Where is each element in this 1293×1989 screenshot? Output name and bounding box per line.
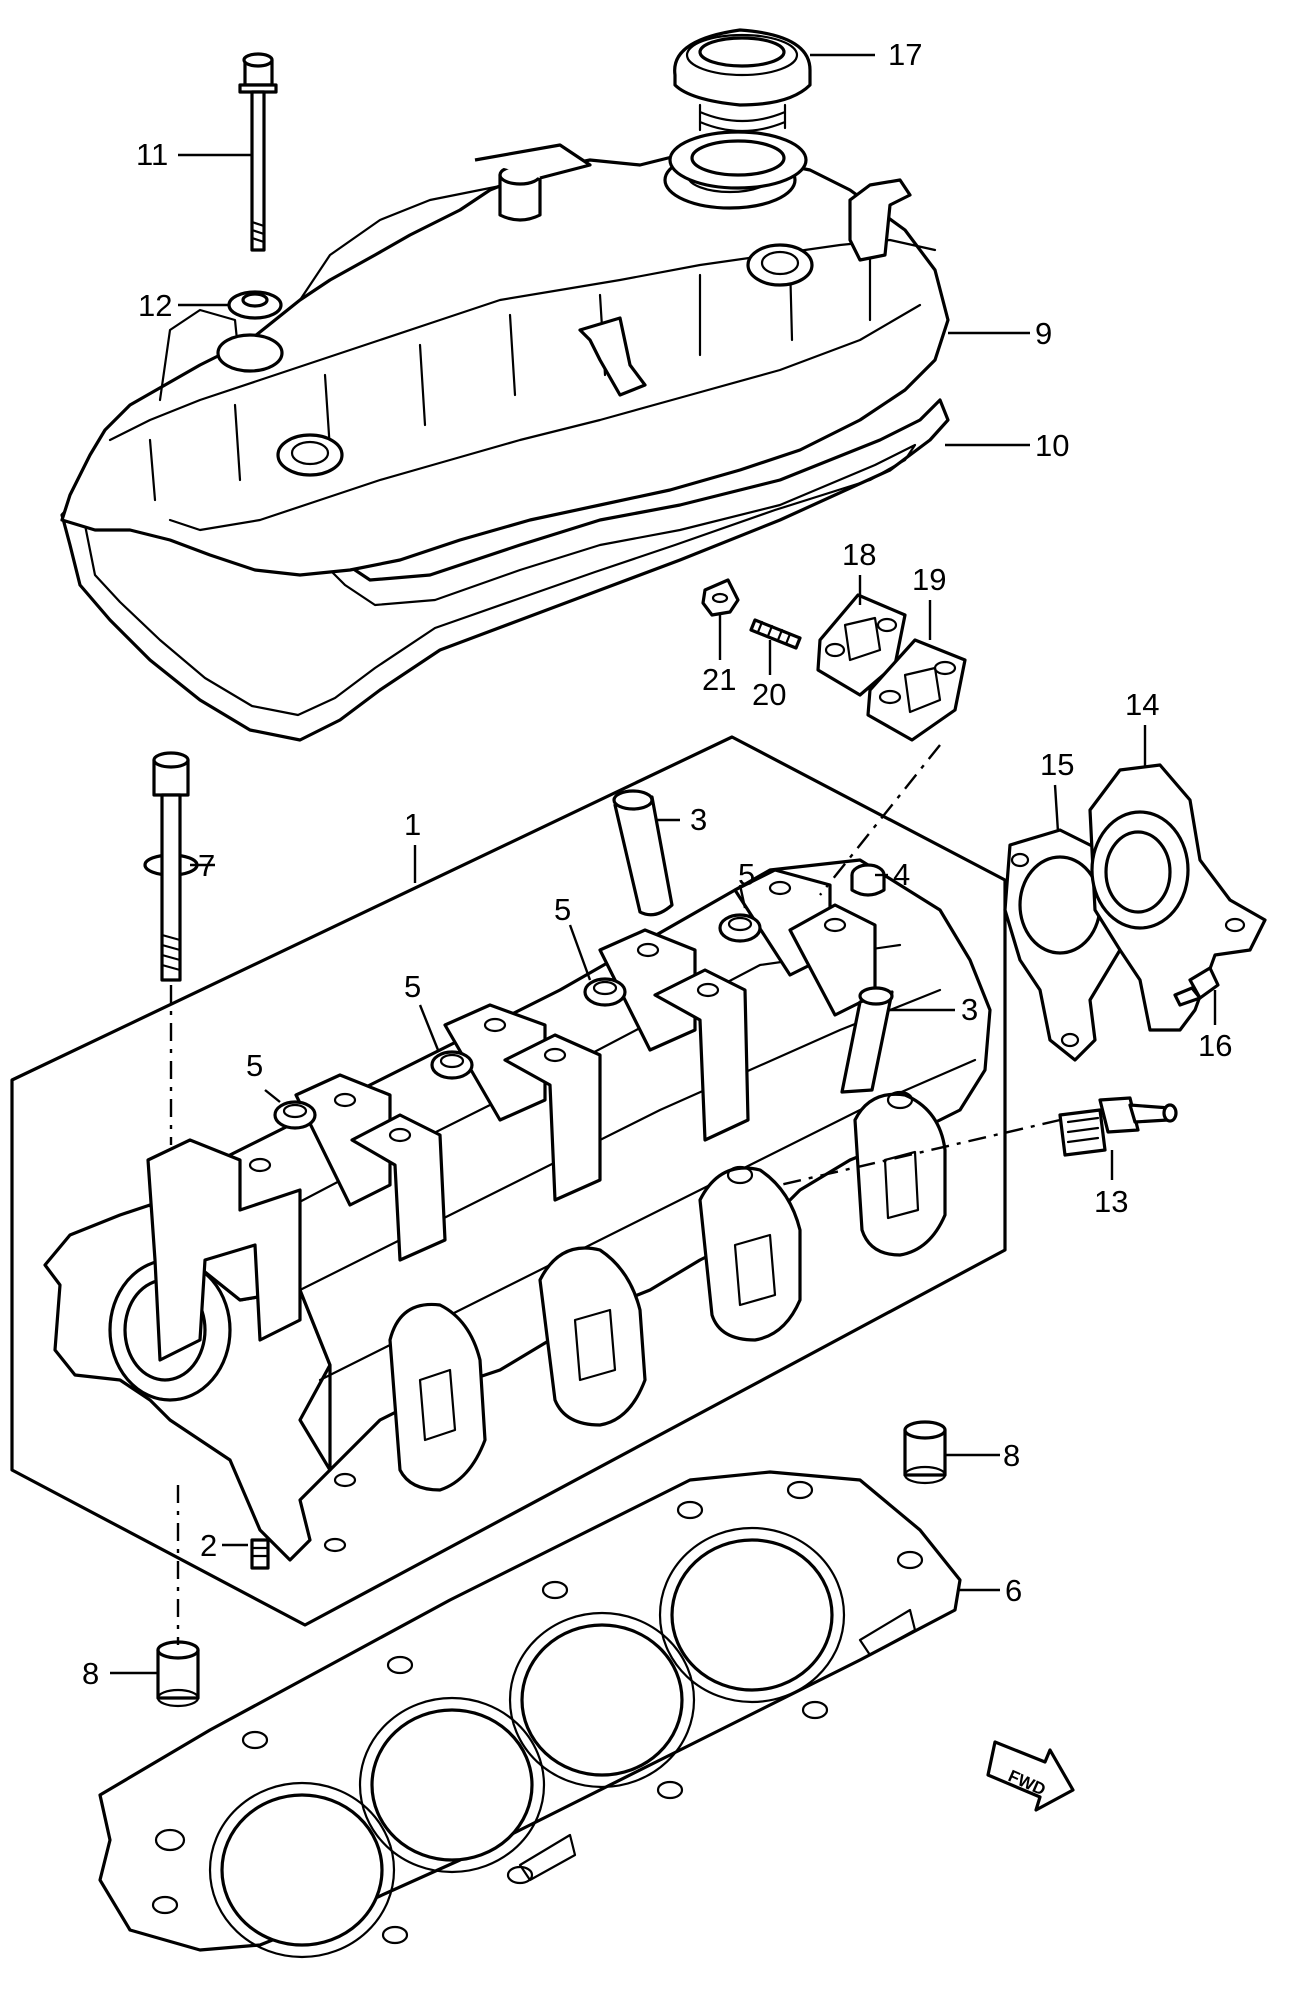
- valve-cover: [60, 143, 950, 577]
- cylinder-head: [43, 858, 992, 1562]
- callout-3-upper: 3: [690, 802, 707, 837]
- callout-17: 17: [888, 37, 922, 72]
- callout-5-b: 5: [554, 892, 571, 927]
- cylinder-head-assembly-outline: [10, 735, 1007, 1627]
- oil-filler-cap: [673, 28, 812, 133]
- bolt-seal-washer: [227, 290, 283, 320]
- callout-20: 20: [752, 677, 786, 712]
- nut: [701, 578, 740, 617]
- stud-bolt: [749, 618, 802, 650]
- callout-9: 9: [1035, 316, 1052, 351]
- callout-16: 16: [1198, 1028, 1232, 1063]
- callout-11: 11: [136, 137, 168, 172]
- cover-bolt: [238, 52, 278, 252]
- callout-3-lower: 3: [961, 992, 978, 1027]
- callout-5-d: 5: [246, 1048, 263, 1083]
- forward-direction-marker: FWD: [986, 1740, 1075, 1812]
- valve-guide-upper: [612, 789, 674, 917]
- spark-plug: [1058, 1096, 1178, 1157]
- callout-1: 1: [404, 807, 421, 842]
- small-dowel: [250, 1538, 270, 1570]
- callout-labels: 17 11 12 9 10 18 19 21 20 14 15 16 13 1 …: [82, 37, 1232, 1691]
- alignment-lines: [169, 744, 1061, 1645]
- cylinder-head-gasket: [98, 1470, 962, 1959]
- callout-14: 14: [1125, 687, 1159, 722]
- distributor-case: [1088, 763, 1267, 1032]
- callout-21: 21: [702, 662, 736, 697]
- callout-8-right: 8: [1003, 1438, 1020, 1473]
- callout-4: 4: [893, 857, 910, 892]
- callout-7: 7: [198, 848, 215, 883]
- callout-15: 15: [1040, 747, 1074, 782]
- callout-5-a: 5: [738, 857, 755, 892]
- valve-guide-lower: [840, 986, 894, 1094]
- leader-lines: [110, 53, 1217, 1675]
- cover-plate: [866, 638, 967, 742]
- callout-5-c: 5: [404, 969, 421, 1004]
- callout-2: 2: [200, 1528, 217, 1563]
- callout-8-left: 8: [82, 1656, 99, 1691]
- case-bolt: [1173, 966, 1220, 1007]
- callout-6: 6: [1005, 1573, 1022, 1608]
- callout-13: 13: [1094, 1184, 1128, 1219]
- head-bolt: [143, 751, 199, 982]
- callout-12: 12: [138, 288, 172, 323]
- callout-18: 18: [842, 537, 876, 572]
- callout-19: 19: [912, 562, 946, 597]
- cap-plug: [850, 863, 886, 897]
- dowel-pin-left: [156, 1640, 200, 1708]
- callout-10: 10: [1035, 428, 1069, 463]
- forward-arrow-icon: [986, 1740, 1075, 1812]
- filler-cap-seal: [668, 130, 808, 190]
- dowel-pin-right: [903, 1420, 947, 1485]
